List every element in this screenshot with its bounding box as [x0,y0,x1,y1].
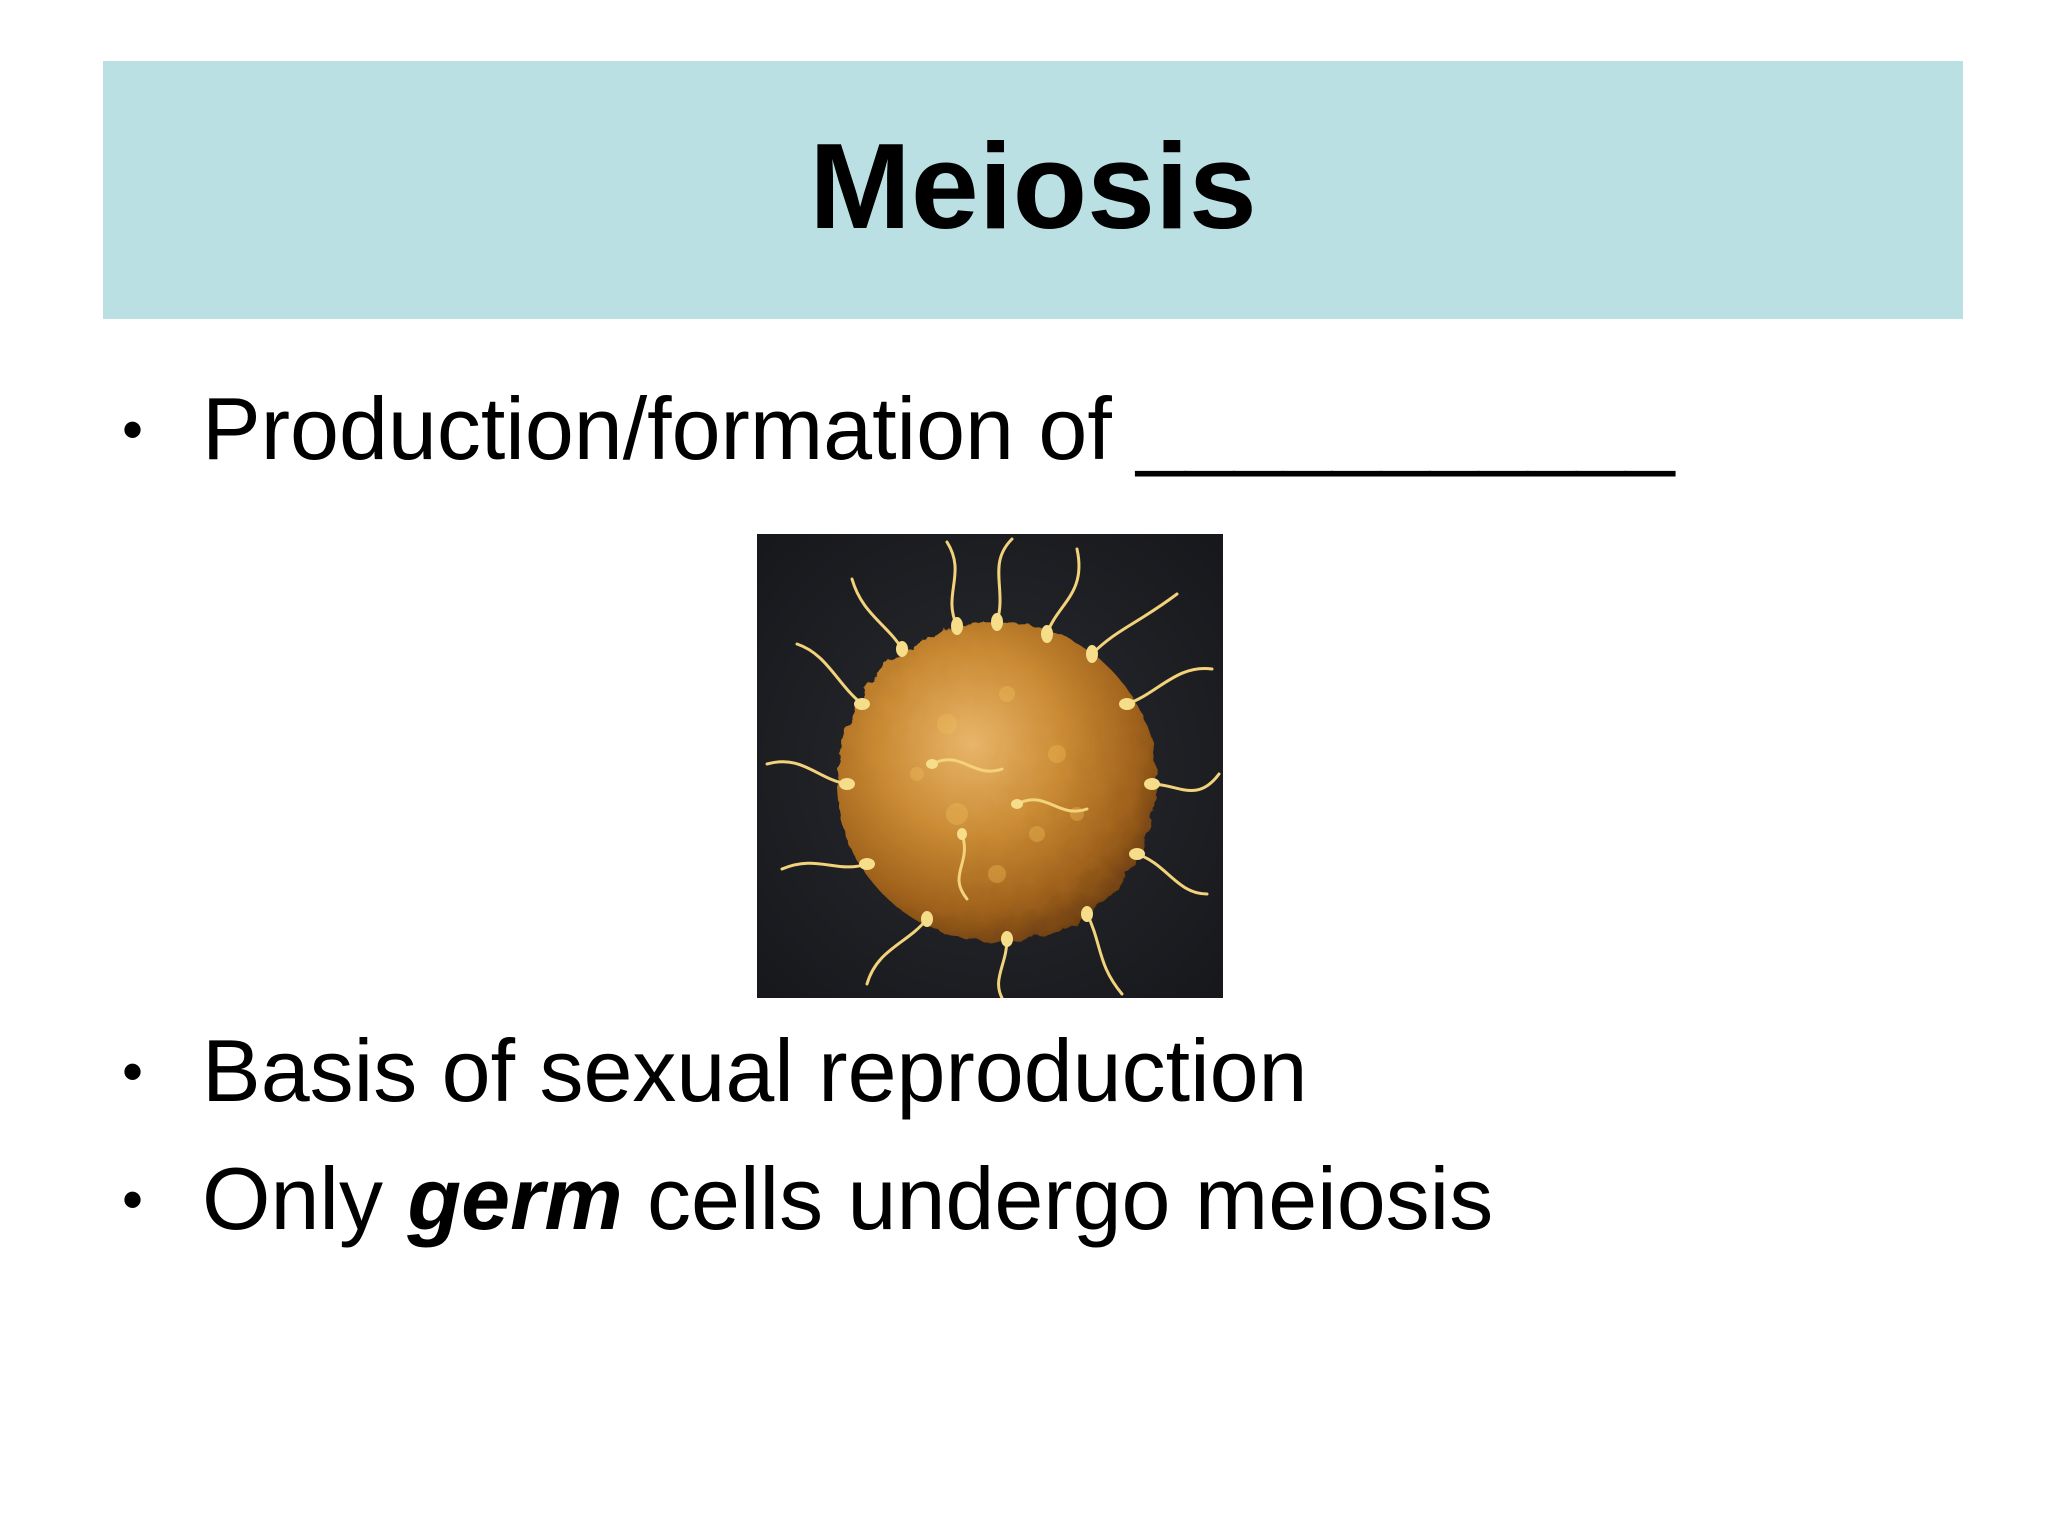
bullet-germ-emphasis: germ [407,1149,623,1248]
bullet-germ-prefix: Only [202,1149,408,1248]
bullet-dot: • [122,396,144,463]
bullet-dot: • [122,1038,144,1105]
bullet-production: Production/formation of ___________ [202,379,1675,478]
title-bar: Meiosis [103,61,1963,319]
egg-cell-with-sperm-photo [757,534,1223,998]
bullet-sexual-reproduction: Basis of sexual reproduction [202,1021,1308,1120]
bullet-dot: • [122,1166,144,1233]
egg-cell-image [757,534,1223,998]
slide-title: Meiosis [809,118,1257,254]
bullet-germ-cells: Only germ cells undergo meiosis [202,1155,1493,1243]
bullet-germ-suffix: cells undergo meiosis [622,1149,1494,1248]
